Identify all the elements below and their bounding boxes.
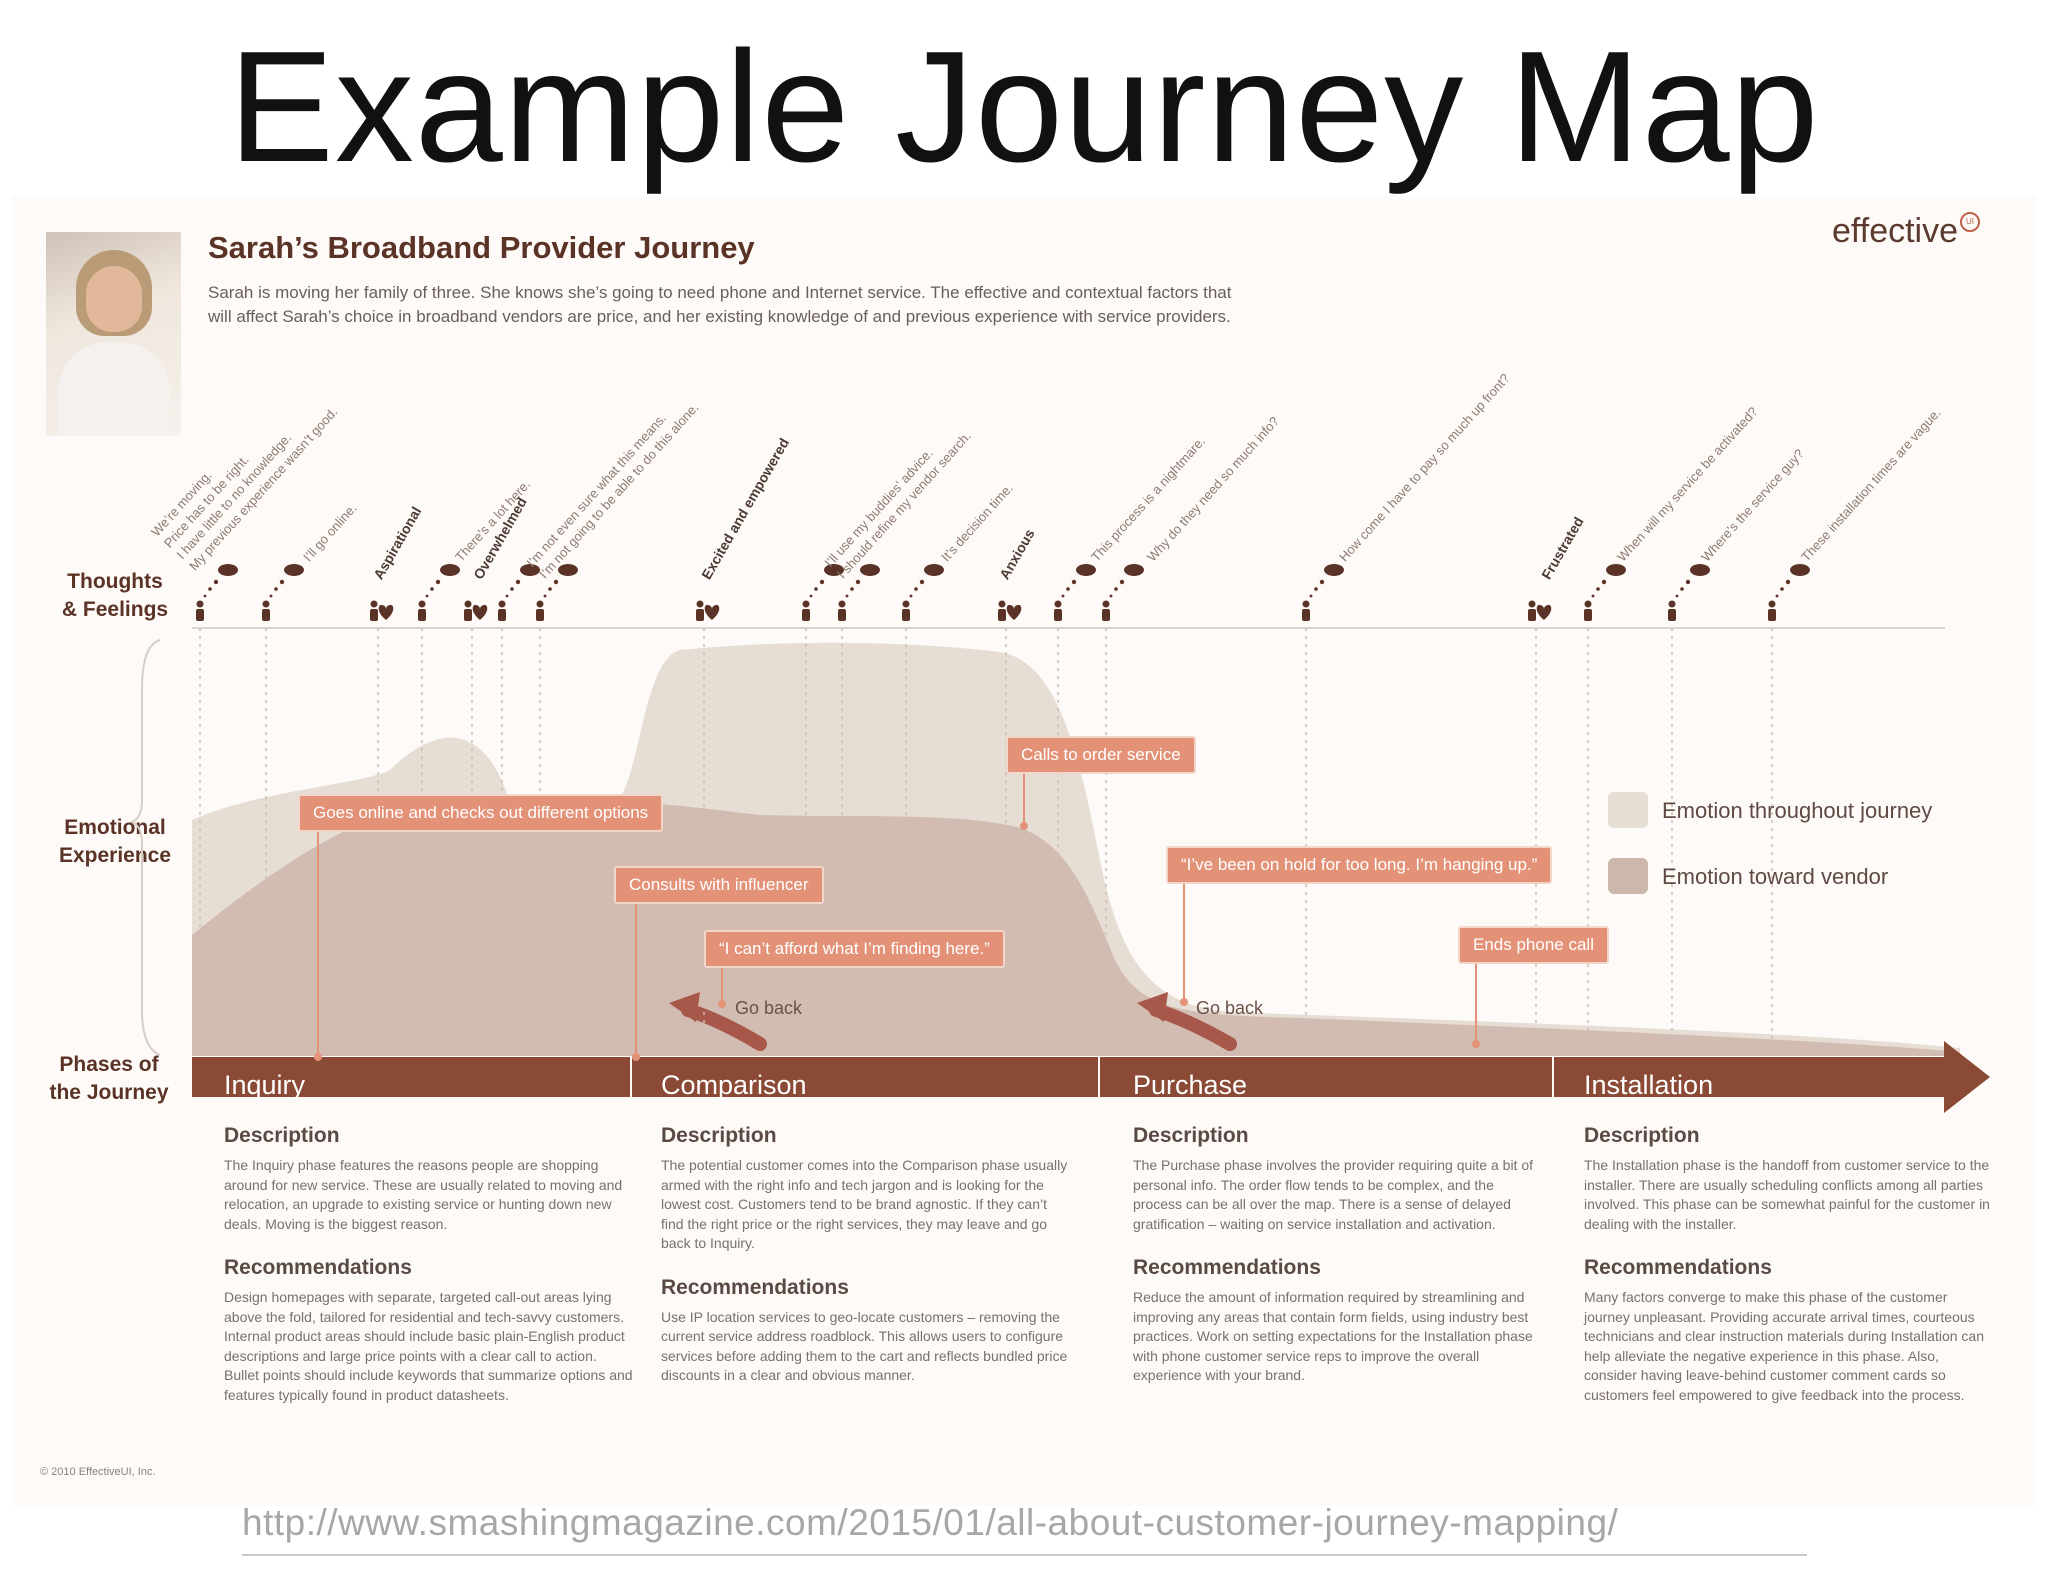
thinking-person-icon (902, 564, 944, 621)
row-label-phases: Phases of the Journey (49, 1053, 169, 1104)
brand-mark: UI (1960, 212, 1981, 232)
phase-inquiry: Inquiry (224, 1070, 306, 1100)
phase-column-comparison: Description The potential customer comes… (661, 1124, 1068, 1383)
thinking-person-icon (802, 564, 844, 621)
callout-goes-online: Goes online and checks out different opt… (298, 794, 664, 832)
go-back-arrowhead-comparison (669, 992, 700, 1022)
thinking-person-icon (838, 564, 880, 621)
callout-on-hold: “I’ve been on hold for too long. I’m han… (1166, 846, 1553, 884)
phase-column-purchase: Description The Purchase phase involves … (1133, 1124, 1534, 1383)
callout-anchor-dot (1180, 998, 1188, 1006)
callout-anchor-dot (314, 1053, 322, 1061)
feeling-heart-icon (370, 600, 394, 621)
feeling-heart-icon (998, 600, 1022, 621)
thinking-person-icon (536, 564, 578, 621)
phase-purchase: Purchase (1133, 1070, 1248, 1100)
phase-column-installation: Description The Installation phase is th… (1584, 1124, 1990, 1403)
phase-bar-purchase (1100, 1057, 1552, 1097)
thinking-person-icon (262, 564, 304, 621)
callout-ends-call: Ends phone call (1458, 926, 1609, 964)
thinking-person-icon (498, 564, 540, 621)
emotion-bracket (129, 639, 161, 1056)
go-back-label-2: Go back (1196, 998, 1264, 1018)
thinking-person-icon (1584, 564, 1626, 621)
map-title: Sarah’s Broadband Provider Journey (208, 230, 755, 265)
thinking-person-icon (1302, 564, 1344, 621)
thinking-person-icon (196, 564, 238, 621)
source-underline (242, 1554, 1807, 1556)
phase-comparison: Comparison (661, 1070, 807, 1100)
feeling-heart-icon (1528, 600, 1552, 621)
feeling-heart-icon (464, 600, 488, 621)
source-link[interactable]: http://www.smashingmagazine.com/2015/01/… (242, 1502, 1619, 1543)
legend-swatch-throughout (1608, 792, 1648, 828)
feeling-heart-icon (696, 600, 720, 621)
phase-installation: Installation (1584, 1070, 1714, 1100)
legend-label-throughout: Emotion throughout journey (1662, 798, 1933, 823)
copyright: © 2010 EffectiveUI, Inc. (40, 1466, 156, 1478)
map-intro: Sarah is moving her family of three. She… (208, 283, 1232, 326)
slide-title: Example Journey Map (228, 19, 1820, 195)
legend-swatch-vendor (1608, 858, 1648, 894)
brand-name: effective (1832, 212, 1959, 250)
thinking-person-icon (1102, 564, 1144, 621)
phase-bar-comparison (632, 1057, 1098, 1097)
persona-photo (46, 232, 181, 436)
go-back-label-1: Go back (735, 998, 803, 1018)
go-back-arrowhead-purchase (1137, 992, 1168, 1022)
callout-consults: Consults with influencer (614, 866, 824, 904)
phase-arrow-head (1944, 1041, 1990, 1113)
phase-bar-installation (1554, 1057, 1944, 1097)
callout-cant-afford: “I can’t afford what I’m finding here.” (704, 930, 1005, 968)
callout-leaders (314, 772, 1480, 1061)
callout-anchor-dot (718, 1000, 726, 1008)
callout-calls: Calls to order service (1006, 736, 1196, 774)
person-markers (196, 564, 1810, 621)
row-label-thoughts: Thoughts & Feelings (61, 570, 169, 621)
thinking-person-icon (1768, 564, 1810, 621)
thinking-person-icon (418, 564, 460, 621)
thinking-person-icon (1668, 564, 1710, 621)
callout-anchor-dot (1472, 1040, 1480, 1048)
thinking-person-icon (1054, 564, 1096, 621)
callout-anchor-dot (1020, 822, 1028, 830)
emotion-vendor-area (192, 795, 1960, 1056)
phase-column-inquiry: Description The Inquiry phase features t… (224, 1124, 633, 1403)
callout-anchor-dot (632, 1053, 640, 1061)
legend-label-vendor: Emotion toward vendor (1662, 864, 1889, 889)
phase-bar-inquiry (192, 1057, 630, 1097)
